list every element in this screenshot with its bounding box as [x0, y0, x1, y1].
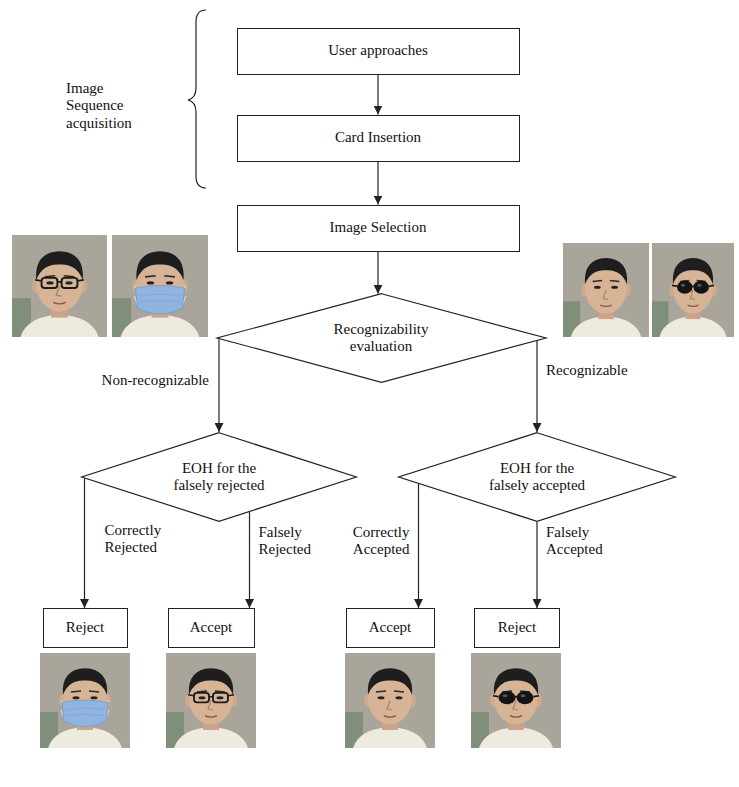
- process-box: User approaches: [237, 28, 520, 75]
- node-label: User approaches: [328, 42, 428, 59]
- edge-label: Correctly Accepted: [333, 524, 412, 559]
- node-text-block: Card Insertion: [335, 129, 421, 146]
- face-photo-sunglasses: [471, 653, 561, 748]
- node-label: EOH for the falsely accepted: [482, 460, 592, 495]
- node-text-block: Reject: [498, 619, 536, 636]
- edge-label: Recognizable: [544, 362, 630, 379]
- node-text-block: Reject: [66, 619, 104, 636]
- node-label: Card Insertion: [335, 129, 421, 146]
- result-box: Reject: [474, 608, 560, 648]
- process-box: Image Selection: [237, 205, 520, 252]
- connector-arrow: [377, 75, 378, 115]
- node-label: Reject: [66, 619, 104, 636]
- connector-arrow: [536, 341, 537, 432]
- node-label: Reject: [498, 619, 536, 636]
- node-label: Recognizability evaluation: [316, 321, 446, 356]
- node-text-block: Image Selection: [329, 219, 426, 236]
- node-text-block: EOH for the falsely rejected: [164, 460, 274, 495]
- node-label: Accept: [190, 619, 232, 636]
- face-photo-plain: [563, 243, 649, 337]
- face-photo-glasses: [12, 235, 107, 337]
- face-photo-sunglasses: [652, 243, 734, 337]
- connector-arrow: [377, 162, 378, 205]
- result-box: Accept: [168, 608, 255, 648]
- node-label: Accept: [369, 619, 411, 636]
- bracket-label: Image Sequence acquisition: [66, 80, 156, 132]
- node-text-block: Accept: [190, 619, 232, 636]
- connector-arrow: [218, 339, 219, 432]
- result-box: Reject: [43, 608, 128, 648]
- edge-label: Non-recognizable: [100, 372, 211, 389]
- face-photo-glasses: [166, 653, 256, 748]
- node-text-block: EOH for the falsely accepted: [482, 460, 592, 495]
- node-label: EOH for the falsely rejected: [164, 460, 274, 495]
- edge-label: Falsely Accepted: [544, 524, 623, 559]
- edge-label: Falsely Rejected: [257, 524, 336, 559]
- node-text-block: Recognizability evaluation: [316, 321, 446, 356]
- connector-arrow: [418, 484, 419, 608]
- result-box: Accept: [346, 608, 435, 648]
- decision-diamond: Recognizability evaluation: [215, 293, 548, 383]
- connector-arrow: [377, 252, 378, 294]
- face-photo-mask: [40, 653, 130, 748]
- node-label: Image Selection: [329, 219, 426, 236]
- process-box: Card Insertion: [237, 115, 520, 162]
- face-photo-mask: [112, 235, 208, 337]
- node-text-block: User approaches: [328, 42, 428, 59]
- decision-diamond: EOH for the falsely rejected: [80, 432, 358, 522]
- bracket: [188, 10, 206, 188]
- connector-arrow: [249, 512, 250, 608]
- connector-arrow: [84, 478, 85, 608]
- connector-arrow: [536, 522, 537, 608]
- edge-label: Correctly Rejected: [103, 522, 187, 557]
- face-photo-plain: [345, 653, 435, 748]
- decision-diamond: EOH for the falsely accepted: [397, 432, 677, 522]
- node-text-block: Accept: [369, 619, 411, 636]
